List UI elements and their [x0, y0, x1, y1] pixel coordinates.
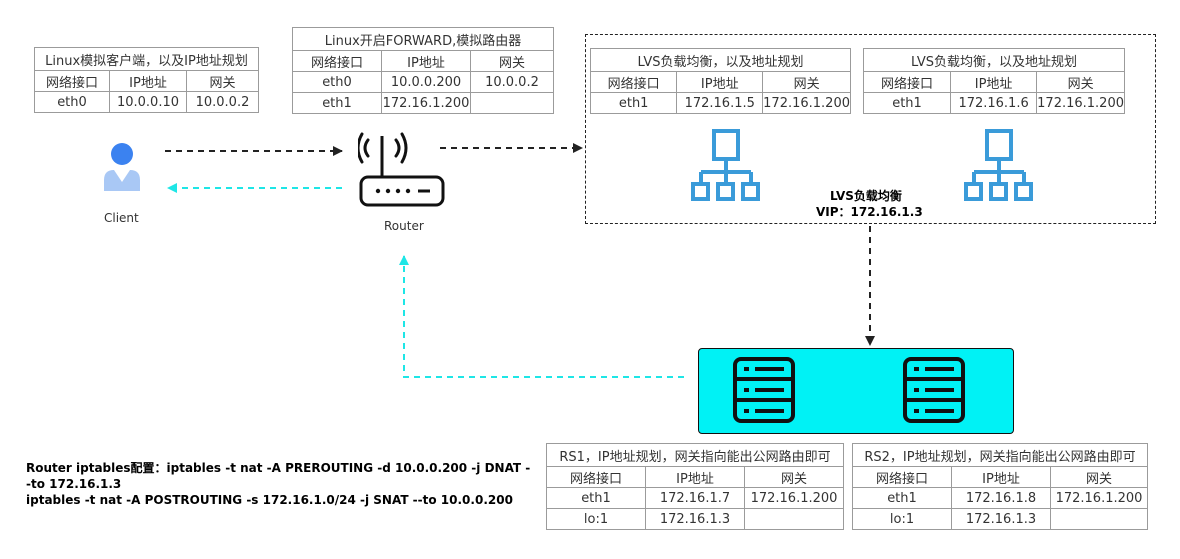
user-icon — [104, 143, 140, 191]
rs1-ip-table: RS1，IP地址规划，网关指向能出公网路由即可 网络接口 IP地址 网关 eth… — [546, 443, 844, 530]
table-cell: 10.0.0.10 — [109, 91, 187, 113]
table-cell: 10.0.0.2 — [186, 91, 259, 113]
column-header: 网关 — [470, 50, 554, 72]
table-cell: eth1 — [546, 487, 646, 509]
table-row: eth1 172.16.1.6 172.16.1.200 — [862, 92, 1125, 114]
table-cell: 172.16.1.200 — [1036, 92, 1125, 114]
table-cell: eth1 — [862, 92, 952, 114]
column-header: 网关 — [762, 71, 851, 93]
table-row: eth0 10.0.0.10 10.0.0.2 — [34, 91, 259, 113]
router-icon — [358, 132, 445, 207]
table-cell: 172.16.1.8 — [951, 487, 1051, 509]
lvs-caption-vip: VIP：172.16.1.3 — [816, 205, 923, 219]
column-header: 网关 — [186, 70, 259, 92]
column-header: IP地址 — [381, 50, 471, 72]
table-row: eth1 172.16.1.200 — [292, 92, 554, 114]
column-header: 网络接口 — [292, 50, 382, 72]
table-cell: lo:1 — [546, 508, 646, 530]
table-cell: 172.16.1.3 — [951, 508, 1051, 530]
column-header: 网络接口 — [589, 71, 678, 93]
iptables-line: iptables -t nat -A POSTROUTING -s 172.16… — [26, 493, 513, 507]
column-header: 网络接口 — [852, 466, 952, 488]
iptables-config-note: Router iptables配置：iptables -t nat -A PRE… — [26, 460, 530, 508]
table-cell: 172.16.1.7 — [645, 487, 745, 509]
column-header: 网关 — [1050, 466, 1148, 488]
table-cell: lo:1 — [852, 508, 952, 530]
server-icon — [903, 357, 965, 423]
table-row: lo:1 172.16.1.3 — [852, 508, 1148, 530]
router-label: Router — [384, 219, 424, 233]
table-cell: 172.16.1.200 — [381, 92, 471, 114]
table-title: Linux模拟客户端，以及IP地址规划 — [34, 47, 259, 71]
table-cell — [1050, 508, 1148, 530]
column-header: IP地址 — [951, 466, 1051, 488]
column-header: IP地址 — [109, 70, 187, 92]
column-header: 网络接口 — [34, 70, 110, 92]
network-topology-icon — [691, 129, 760, 201]
table-cell: eth0 — [34, 91, 110, 113]
table-cell: eth0 — [292, 71, 382, 93]
column-header: IP地址 — [645, 466, 745, 488]
column-header: 网络接口 — [862, 71, 952, 93]
router-ip-table: Linux开启FORWARD,模拟路由器 网络接口 IP地址 网关 eth0 1… — [292, 27, 554, 114]
lvs-node2-ip-table: LVS负载均衡，以及地址规划 网络接口 IP地址 网关 eth1 172.16.… — [862, 48, 1125, 114]
server-icon — [733, 357, 795, 423]
column-header: IP地址 — [676, 71, 764, 93]
table-cell: eth1 — [292, 92, 382, 114]
table-cell: 172.16.1.200 — [1050, 487, 1148, 509]
iptables-line: -to 172.16.1.3 — [26, 477, 122, 491]
column-header: IP地址 — [950, 71, 1038, 93]
table-cell: 172.16.1.5 — [676, 92, 764, 114]
table-title: Linux开启FORWARD,模拟路由器 — [292, 27, 554, 51]
iptables-line: Router iptables配置：iptables -t nat -A PRE… — [26, 461, 531, 475]
lvs-caption-title: LVS负载均衡 — [830, 189, 902, 203]
table-cell: 172.16.1.6 — [950, 92, 1038, 114]
table-cell: eth1 — [852, 487, 952, 509]
table-title: RS1，IP地址规划，网关指向能出公网路由即可 — [546, 443, 844, 467]
table-cell: 172.16.1.200 — [762, 92, 851, 114]
column-header: 网络接口 — [546, 466, 646, 488]
client-ip-table: Linux模拟客户端，以及IP地址规划 网络接口 IP地址 网关 eth0 10… — [34, 47, 259, 113]
table-row: eth0 10.0.0.200 10.0.0.2 — [292, 71, 554, 93]
client-label: Client — [104, 211, 139, 225]
column-header: 网关 — [1036, 71, 1125, 93]
table-cell: 172.16.1.200 — [744, 487, 844, 509]
table-row: eth1 172.16.1.8 172.16.1.200 — [852, 487, 1148, 509]
table-row: eth1 172.16.1.5 172.16.1.200 — [589, 92, 851, 114]
table-cell: 10.0.0.2 — [470, 71, 554, 93]
table-title: RS2，IP地址规划，网关指向能出公网路由即可 — [852, 443, 1148, 467]
lvs-group-frame — [585, 34, 1156, 224]
table-title: LVS负载均衡，以及地址规划 — [590, 48, 851, 72]
table-cell — [744, 508, 844, 530]
lvs-node1-ip-table: LVS负载均衡，以及地址规划 网络接口 IP地址 网关 eth1 172.16.… — [589, 48, 851, 114]
table-title: LVS负载均衡，以及地址规划 — [863, 48, 1125, 72]
network-topology-icon — [964, 129, 1033, 201]
table-cell: 10.0.0.200 — [381, 71, 471, 93]
table-cell: eth1 — [589, 92, 678, 114]
arrow-rs-to-router — [399, 255, 684, 378]
table-cell: 172.16.1.3 — [645, 508, 745, 530]
table-row: lo:1 172.16.1.3 — [546, 508, 844, 530]
column-header: 网关 — [744, 466, 844, 488]
table-cell — [470, 92, 554, 114]
table-row: eth1 172.16.1.7 172.16.1.200 — [546, 487, 844, 509]
rs2-ip-table: RS2，IP地址规划，网关指向能出公网路由即可 网络接口 IP地址 网关 eth… — [852, 443, 1148, 530]
